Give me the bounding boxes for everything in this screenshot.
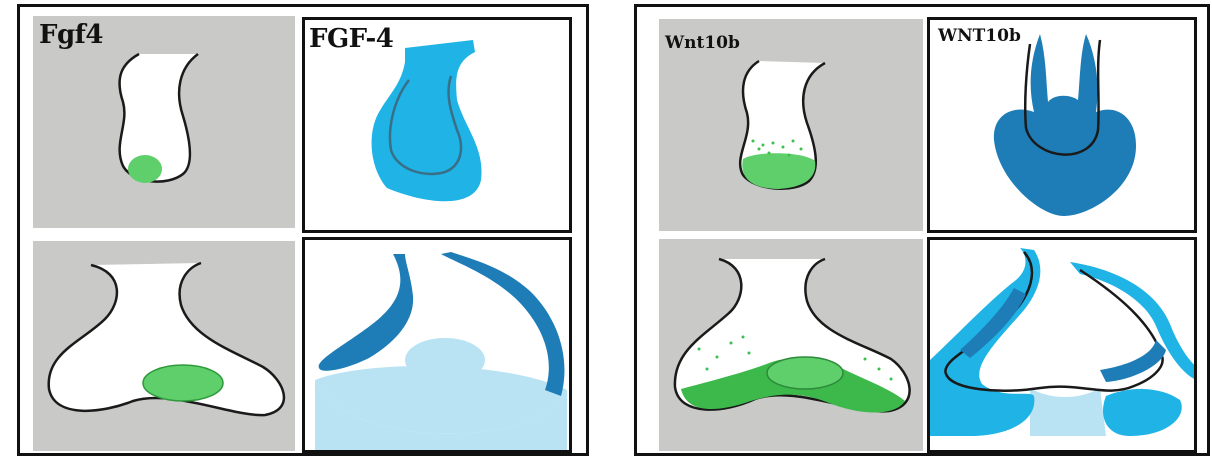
- panel-label: FGF-4: [309, 24, 393, 54]
- panel-wnt10b-bud-stage: [659, 239, 923, 451]
- panel-fgf4-protein-placode-stage: FGF-4: [302, 17, 572, 233]
- fgf4-protein-bud-diagram: [305, 240, 572, 453]
- wnt10b-protein-placode-diagram: [930, 20, 1197, 233]
- wnt10b-bud-diagram: [659, 239, 923, 451]
- panel-wnt10b-protein-bud-stage: [927, 237, 1197, 453]
- panel-fgf4-protein-bud-stage: [302, 237, 572, 453]
- fgf4-expression-domain: [128, 155, 162, 183]
- panel-fgf4-placode-stage: Fgf4: [33, 16, 295, 228]
- panel-wnt10b-placode-stage: Wnt10b: [659, 19, 923, 231]
- panel-label: Wnt10b: [665, 33, 740, 53]
- panel-fgf4-bud-stage: [33, 241, 295, 451]
- wnt10b-protein-bud-diagram: [930, 240, 1197, 453]
- figure-wnt10b: Wnt10b WNT10b: [634, 4, 1210, 456]
- panel-label: WNT10b: [938, 26, 1021, 46]
- panel-label: Fgf4: [39, 20, 103, 50]
- figure-fgf4: Fgf4 FGF-4: [17, 4, 589, 456]
- fgf4-expression-domain: [143, 365, 223, 401]
- panel-wnt10b-protein-placode-stage: WNT10b: [927, 17, 1197, 233]
- fgf4-bud-diagram: [33, 241, 295, 451]
